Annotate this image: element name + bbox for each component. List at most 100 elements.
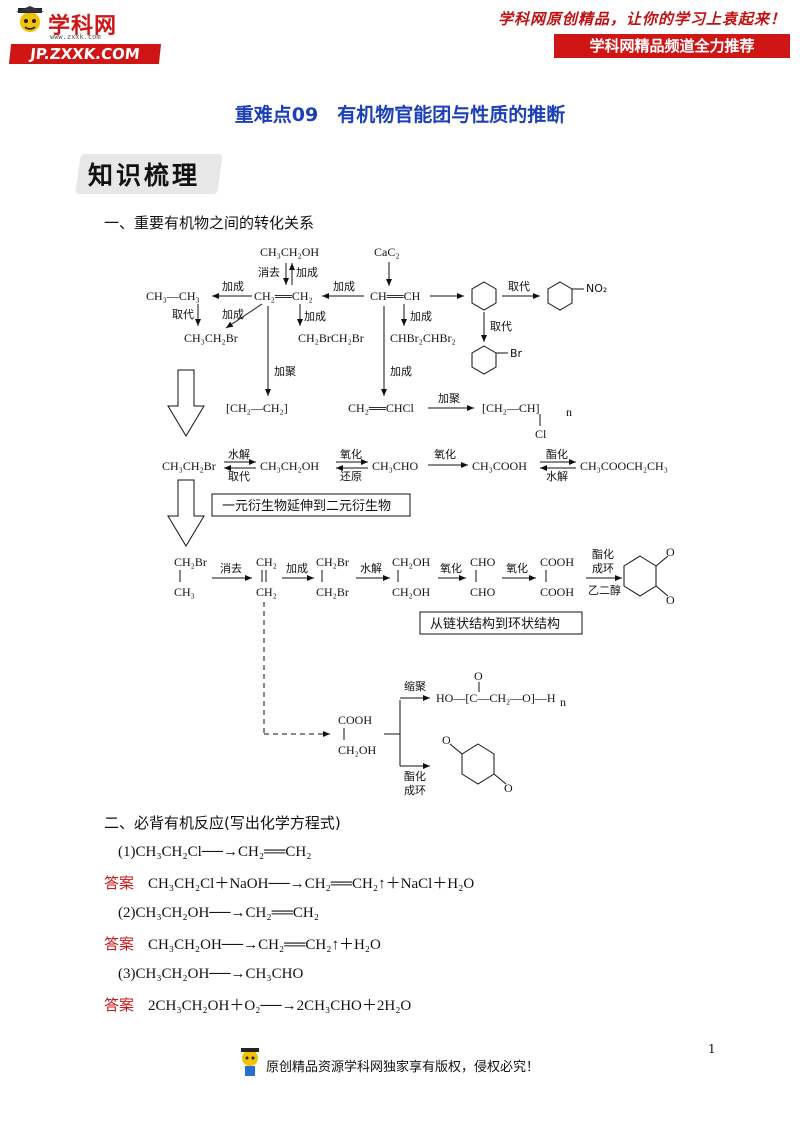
r4-ch2-a: CH₂ — [256, 555, 277, 569]
label-jiacheng-f: 加成 — [390, 365, 412, 378]
benzene-ring — [471, 281, 497, 311]
r4-ch2br: CH₂Br — [174, 555, 207, 569]
carbonyl-2 — [655, 585, 669, 597]
cac2: CaC₂ — [374, 245, 400, 259]
label-quidai-a: 取代 — [172, 308, 194, 321]
r3-acetic-acid: CH₃COOH — [472, 459, 527, 473]
r5-ch2oh: CH₂OH — [338, 743, 377, 757]
diester-ring-1 — [623, 555, 657, 597]
r4-o-1: O — [666, 545, 675, 559]
badge-text: 知识梳理 — [88, 161, 201, 190]
r4-cho-b: CHO — [470, 585, 496, 599]
label-r5-suoju: 缩聚 — [404, 680, 426, 693]
br-label: Br — [510, 347, 523, 360]
label-r3-yanghua-a: 氧化 — [340, 447, 362, 461]
label-jiacheng-b: 加成 — [333, 280, 355, 293]
ethyne: CH══CH — [370, 289, 421, 303]
label-r3-zhihua: 酯化 — [546, 447, 568, 461]
page-footer: 原创精品资源学科网独家享有版权，侵权必究！ — [0, 1044, 800, 1084]
label-jiaju-a: 加聚 — [274, 365, 296, 378]
page-number: 1 — [708, 1042, 716, 1056]
dibromoethane: CH₂BrCH₂Br — [298, 331, 364, 345]
label-r4-xiaoqu: 消去 — [220, 561, 242, 575]
big-down-arrow-2 — [167, 479, 205, 547]
promo-banner[interactable]: 学科网精品频道全力推荐 — [554, 34, 790, 58]
bromoethane: CH₃CH₂Br — [184, 331, 238, 345]
label-r4-yierchun: 乙二醇 — [588, 583, 621, 597]
label-r3-quidai: 取代 — [228, 470, 250, 483]
r3-ethanol: CH₃CH₂OH — [260, 459, 319, 473]
logo-text: 学科网 — [48, 14, 118, 39]
arrow-ethene-hbr — [225, 303, 263, 329]
label-r3-yanghua-b: 氧化 — [434, 447, 456, 461]
r4-cooh-a: COOH — [540, 555, 574, 569]
no2-label: NO₂ — [586, 282, 607, 295]
label-r3-shuijie-b: 水解 — [546, 469, 568, 483]
label-r4-shuijie: 水解 — [360, 561, 382, 575]
r3-bromoethane: CH₃CH₂Br — [162, 459, 216, 473]
label-quidai-c: 取代 — [490, 320, 512, 333]
r4-o-2: O — [666, 593, 675, 607]
r5-o-2: O — [504, 781, 513, 795]
label-jiacheng-e: 加成 — [410, 310, 432, 323]
document-title: 重难点09 有机物官能团与性质的推断 — [234, 104, 566, 126]
r5-polyester: HO—[C—CH₂—O]—H — [436, 691, 556, 705]
mascot-icon — [16, 6, 44, 32]
carbonyl-1 — [655, 555, 669, 567]
reaction-2: (2)CH₃CH₂OH──→CH₂══CH₂ — [118, 905, 319, 921]
r4-ch2br-b: CH₂Br — [316, 585, 349, 599]
label-r4-zhihua: 酯化 — [592, 547, 614, 561]
label-r5-chenghuan: 成环 — [404, 784, 426, 797]
label-r5-zhihua: 酯化 — [404, 769, 426, 783]
page-header: 学科网 www.zxxk.com JP.ZXXK.COM 学科网原创精品，让你的… — [0, 0, 800, 72]
label-r4-yanghua-a: 氧化 — [440, 561, 462, 575]
reaction-3: (3)CH₃CH₂OH──→CH₃CHO — [118, 966, 304, 982]
vinyl-chloride: CH₂══CHCl — [348, 401, 415, 415]
label-quidai-b: 取代 — [508, 280, 530, 293]
ethanol-top: CH₃CH₂OH — [260, 245, 319, 259]
r5-carbonyl-o: O — [474, 669, 483, 683]
heading-conversion: 一、重要有机物之间的转化关系 — [104, 214, 315, 232]
r5-cooh: COOH — [338, 713, 372, 727]
big-down-arrow-1 — [167, 369, 205, 437]
site-logo[interactable]: 学科网 www.zxxk.com JP.ZXXK.COM — [8, 6, 162, 64]
label-jiacheng-up: 加成 — [296, 266, 318, 279]
section-badge: 知识梳理 — [72, 150, 223, 194]
r4-ch2oh-b: CH₂OH — [392, 585, 431, 599]
box1-text: 一元衍生物延伸到二元衍生物 — [222, 499, 391, 514]
label-xiaoqu: 消去 — [258, 265, 280, 279]
ethane: CH₃—CH₃ — [146, 289, 200, 303]
r3-ethyl-acetate: CH₃COOCH₂CH₃ — [580, 459, 668, 473]
label-r4-yanghua-b: 氧化 — [506, 561, 528, 575]
label-r4-chenghuan: 成环 — [592, 562, 614, 575]
reaction-1: (1)CH₃CH₂Cl──→CH₂══CH₂ — [118, 844, 312, 860]
polyethylene: [CH₂—CH₂] — [226, 401, 288, 415]
glycolide-ring — [461, 743, 495, 785]
bromobenzene-ring — [471, 345, 497, 375]
r4-ch2oh-a: CH₂OH — [392, 555, 431, 569]
label-jiacheng-d: 加成 — [304, 310, 326, 323]
pvc: [CH₂—CH] — [482, 401, 540, 415]
logo-sub: www.zxxk.com — [50, 33, 101, 41]
r4-ch2br-a: CH₂Br — [316, 555, 349, 569]
box2-text: 从链状结构到环状结构 — [430, 617, 560, 632]
copyright-text: 原创精品资源学科网独家享有版权，侵权必究！ — [266, 1060, 540, 1075]
pvc-n: n — [566, 405, 572, 419]
ethene: CH₂══CH₂ — [254, 289, 313, 303]
mascot-icon — [241, 1048, 259, 1076]
box-chain-to-ring — [419, 611, 583, 635]
tetrabromoethane: CHBr₂CHBr₂ — [390, 331, 456, 345]
label-r3-shuijie: 水解 — [228, 447, 250, 461]
glycolide-co-1 — [449, 743, 463, 755]
r3-acetaldehyde: CH₃CHO — [372, 459, 419, 473]
box-mono-to-di — [211, 493, 411, 517]
r4-cooh-b: COOH — [540, 585, 574, 599]
r4-ch2-b: CH₂ — [256, 585, 277, 599]
heading-reactions: 二、必背有机反应(写出化学方程式) — [104, 814, 341, 832]
glycolide-co-2 — [493, 773, 507, 785]
pvc-cl: Cl — [535, 427, 547, 441]
label-jiacheng-c: 加成 — [222, 308, 244, 321]
